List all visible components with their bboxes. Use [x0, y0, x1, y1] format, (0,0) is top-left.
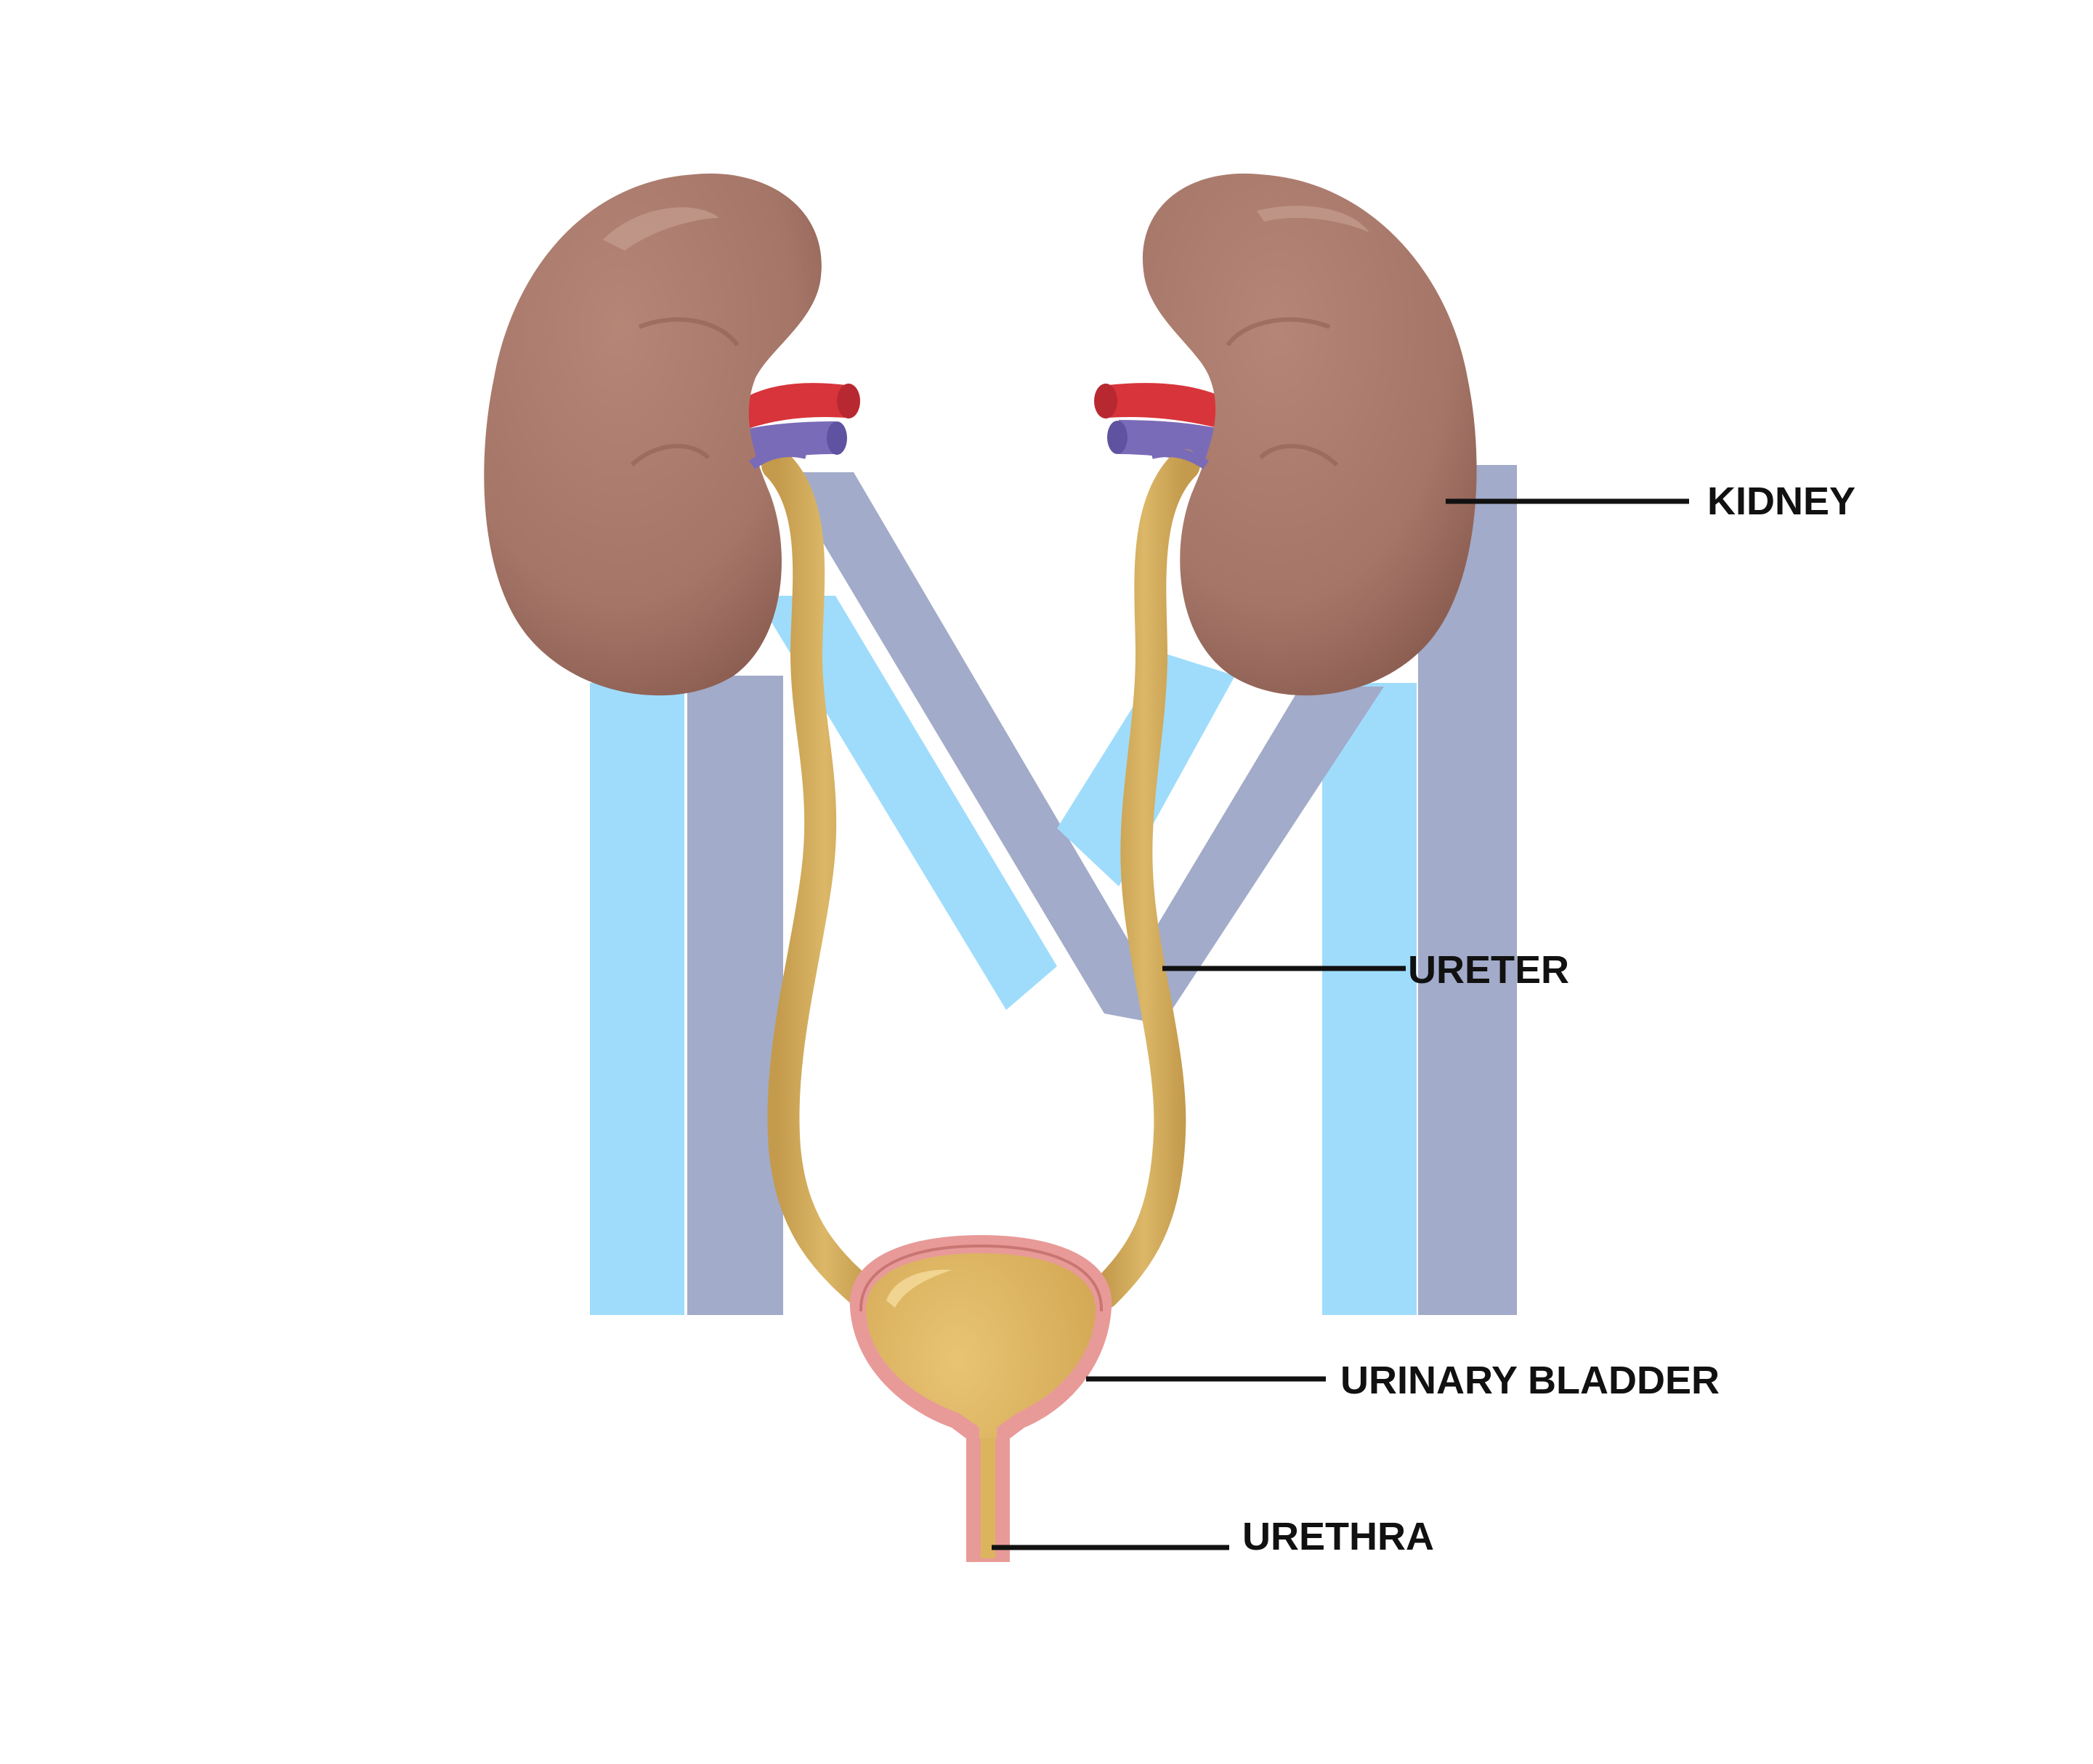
logo-left-diagonal-slate — [781, 472, 1148, 1014]
bladder-urine — [865, 1253, 1096, 1555]
right-vein-opening — [1107, 421, 1128, 454]
bladder-inner-line — [859, 1244, 1104, 1312]
urethra — [970, 1439, 1006, 1562]
left-kidney-body — [484, 173, 822, 696]
urinary-bladder-label: URINARY BLADDER — [1340, 1359, 1720, 1402]
background-m-logo — [590, 465, 1517, 1315]
left-ureter-vessel-base — [748, 447, 808, 469]
right-kidney-fold-top — [1226, 317, 1331, 347]
left-artery-opening — [837, 384, 860, 418]
left-kidney-fold-top — [638, 317, 740, 347]
label-leader-lines — [992, 498, 1689, 1550]
left-vein-opening — [827, 421, 847, 455]
logo-left-diagonal-light — [756, 596, 1057, 1010]
ureter-label: URETER — [1408, 948, 1569, 992]
right-renal-artery — [1108, 383, 1220, 429]
right-kidney-highlight — [1257, 206, 1369, 232]
right-ureter-vessel-base — [1150, 447, 1210, 469]
urethra-label: URETHRA — [1242, 1515, 1434, 1558]
logo-right-diagonal-slate — [1104, 687, 1384, 1024]
right-kidney-body — [1142, 173, 1477, 696]
right-kidney-fold-bottom — [1258, 444, 1339, 467]
labels: KIDNEY URETER URINARY BLADDER URETHRA — [1242, 480, 1855, 1558]
logo-left-slate-bar — [687, 676, 783, 1315]
bladder-highlight — [886, 1269, 952, 1308]
right-kidney — [1142, 173, 1477, 696]
left-kidney-highlight — [603, 207, 719, 251]
left-ureter — [761, 449, 888, 1316]
ureters — [748, 447, 1210, 1316]
urethra-lumen — [981, 1439, 995, 1558]
left-kidney-fold-bottom — [630, 444, 711, 467]
left-renal-artery — [748, 383, 846, 429]
kidney-label: KIDNEY — [1707, 480, 1855, 523]
right-artery-opening — [1094, 384, 1117, 418]
urinary-bladder — [849, 1235, 1112, 1562]
right-ureter — [1088, 449, 1200, 1309]
left-kidney — [484, 173, 822, 696]
logo-right-light-bar — [1322, 683, 1417, 1315]
logo-left-light-bar — [590, 683, 684, 1315]
